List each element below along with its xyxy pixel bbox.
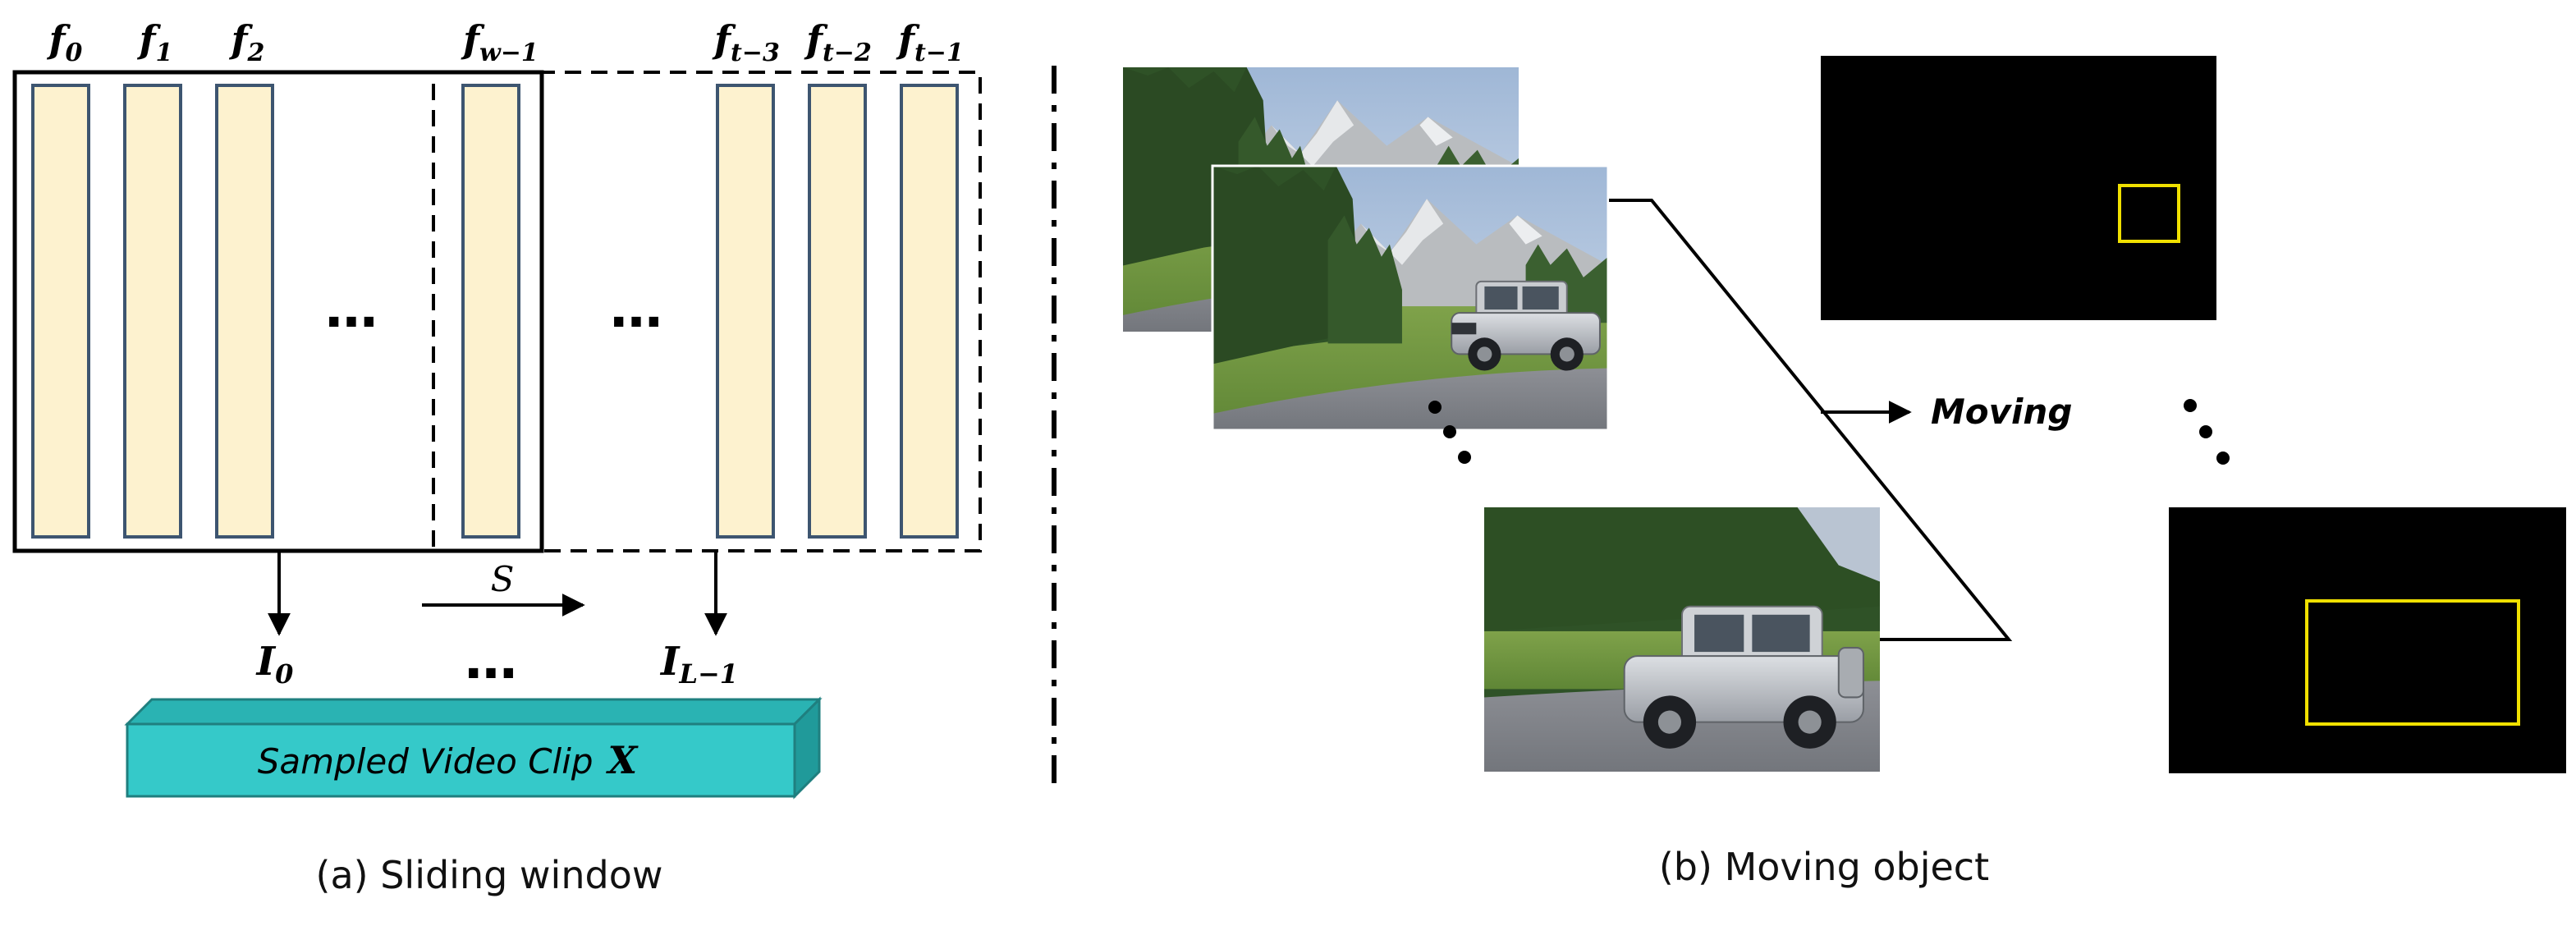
dot-left-3 [1458, 451, 1471, 464]
dot-left-1 [1428, 401, 1442, 414]
dot-right-3 [2216, 452, 2230, 465]
frame-label-f1: f1 [137, 17, 173, 67]
frame-bar-ft1 [901, 85, 957, 537]
moving-label: Moving [1931, 392, 2072, 432]
caption-b: (b) Moving object [1659, 845, 1989, 889]
frame-label-fw1: fw−1 [461, 17, 539, 67]
dot-right-1 [2184, 399, 2197, 412]
dot-right-2 [2199, 425, 2212, 438]
caption-a: (a) Sliding window [316, 853, 663, 897]
frame-label-ft2: ft−2 [804, 17, 872, 67]
stride-label: S [491, 559, 515, 599]
frame-bar-f0 [33, 85, 89, 537]
frame-bar-f2 [217, 85, 273, 537]
video-frame-photo-last [1484, 507, 1880, 772]
frame-bar-fw1 [463, 85, 519, 537]
video-frame-photo-front [1212, 166, 1608, 430]
frame-bar-ft2 [809, 85, 865, 537]
frame-bar-ft3 [717, 85, 773, 537]
ellipsis-middle: … [465, 630, 517, 691]
output-label-il1: IL−1 [659, 639, 738, 690]
mask-frame-top [1821, 56, 2216, 320]
frame-label-ft1: ft−1 [896, 17, 964, 67]
frame-bar-f1 [125, 85, 181, 537]
output-label-i0: I0 [255, 639, 294, 690]
panel-b: Moving (b) Moving object [1123, 56, 2566, 889]
dot-left-2 [1443, 425, 1456, 438]
panel-a: f0 f1 f2 fw−1 ft−3 ft−2 ft−1 … … S I0 … … [15, 17, 980, 897]
frame-label-f0: f0 [47, 17, 83, 67]
ellipsis-right: … [610, 279, 662, 340]
ellipsis-left: … [325, 279, 378, 340]
frame-label-f2: f2 [229, 17, 265, 67]
frame-label-ft3: ft−3 [712, 17, 780, 67]
mask-frame-bottom [2169, 507, 2566, 773]
